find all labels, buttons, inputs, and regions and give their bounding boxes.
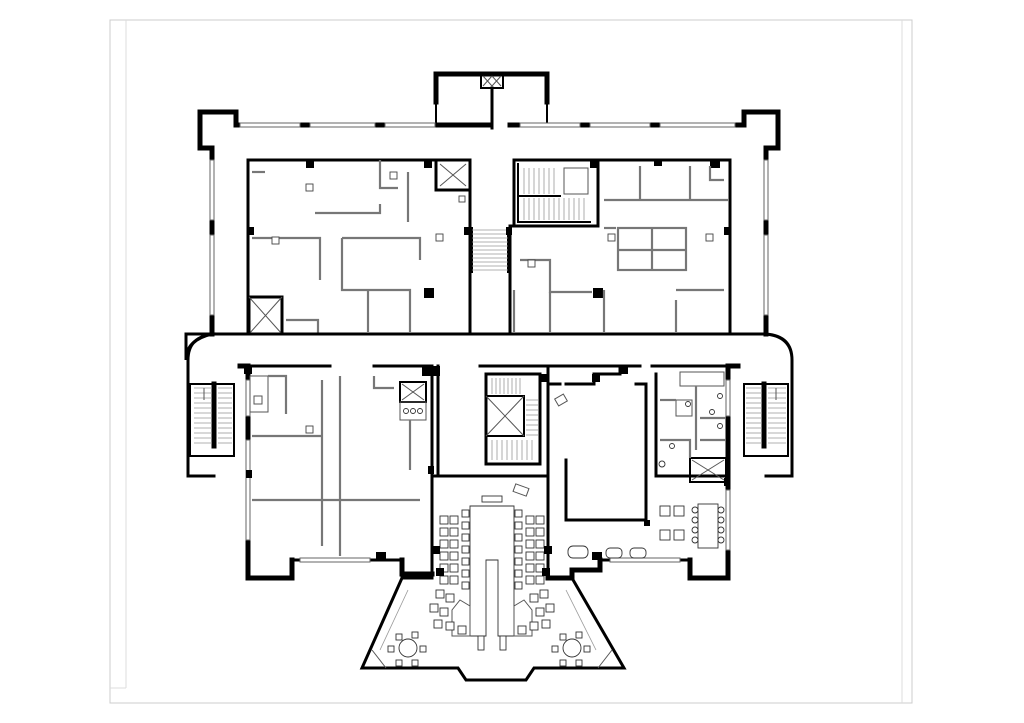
conference-chairs: [429, 509, 555, 635]
north-right-office-block: [506, 158, 732, 336]
corridor-band: [184, 332, 794, 478]
north-left-office-block: [246, 158, 472, 336]
conference-columns: [432, 546, 552, 576]
east-stair: [743, 381, 789, 457]
south-west-offices: [244, 364, 434, 560]
west-stair: [189, 381, 235, 457]
south-windows: [245, 379, 731, 563]
central-stair-atrium: [432, 364, 569, 478]
sheet-frame: [109, 19, 913, 704]
north-windows: [209, 122, 769, 316]
conference-hall-walls: [359, 474, 627, 682]
north-core-stair: [471, 227, 509, 273]
north-wing-outer-walls: [197, 71, 781, 337]
conference-table: [451, 483, 533, 651]
round-table-groups: [387, 631, 591, 667]
south-east-zone: [564, 364, 730, 560]
